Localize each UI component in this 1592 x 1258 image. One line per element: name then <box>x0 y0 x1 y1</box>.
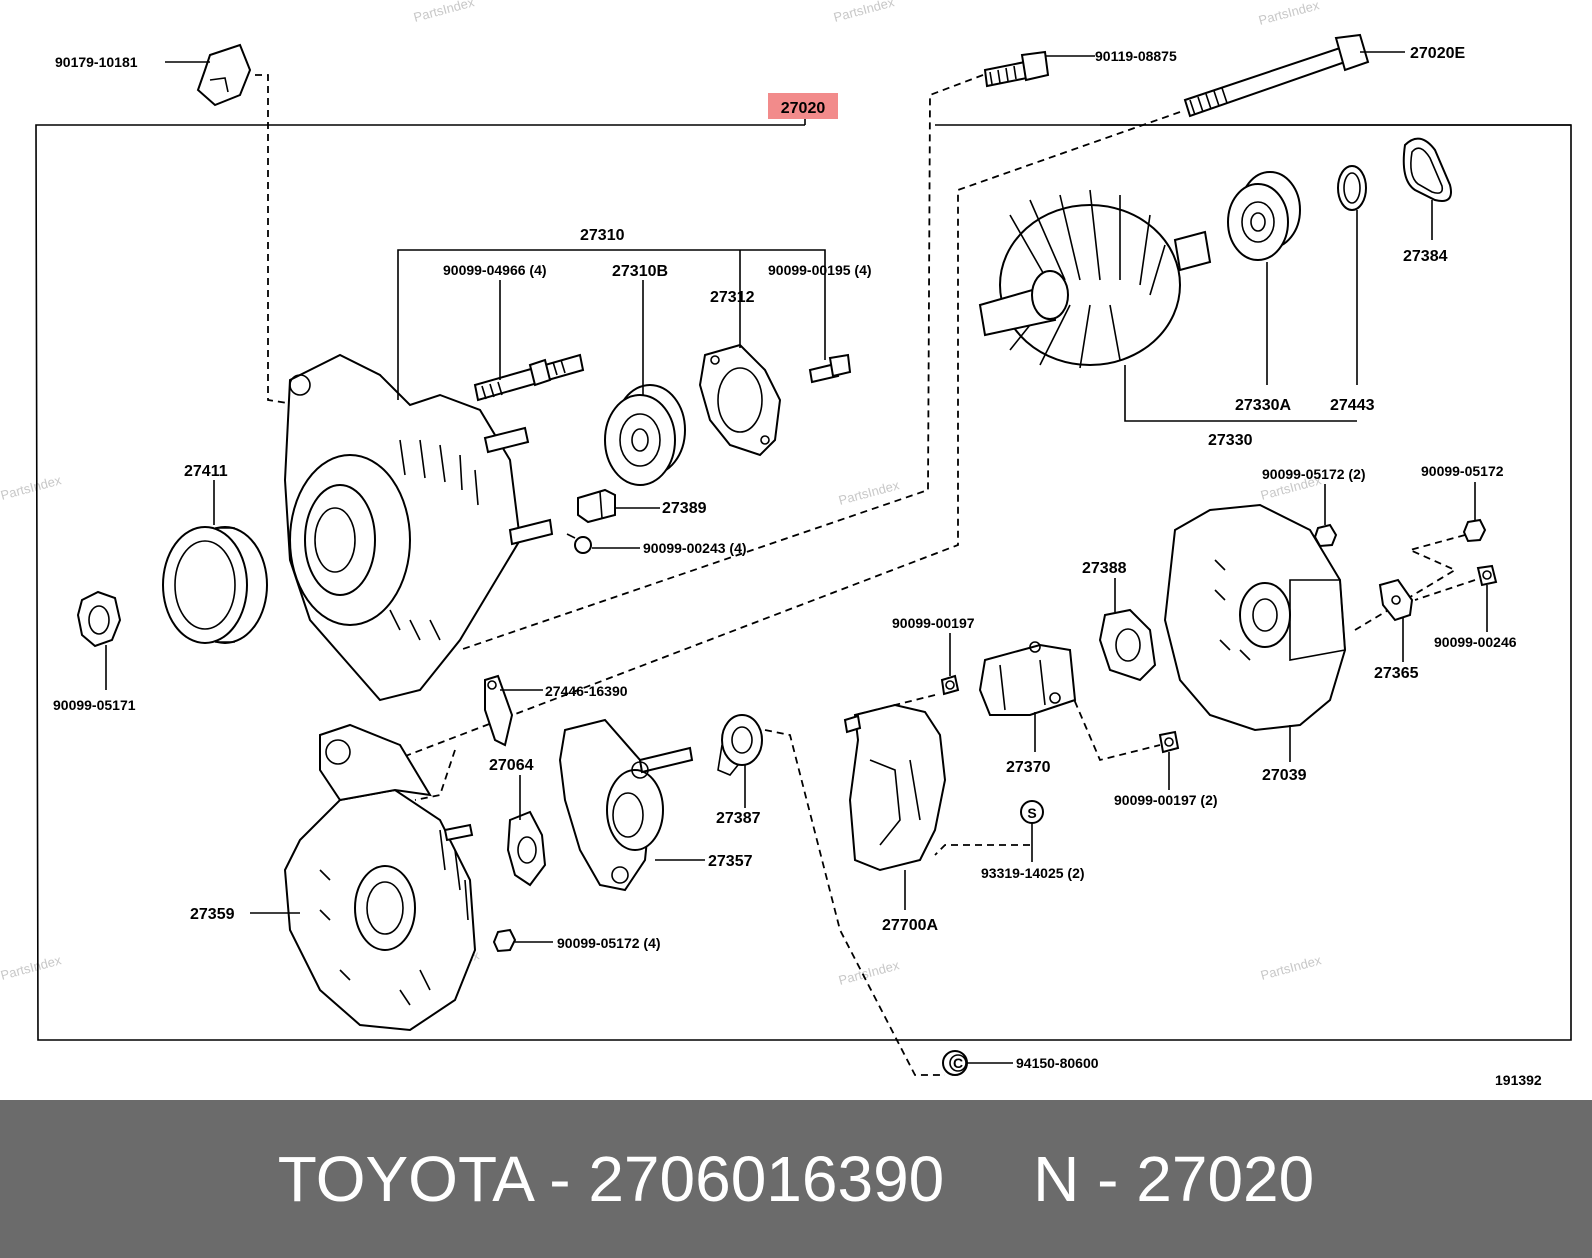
part-label[interactable]: 90099-05172 (2) <box>1262 466 1366 482</box>
main-part-label: 27020 <box>781 100 826 117</box>
part-label[interactable]: 27310B <box>612 263 668 280</box>
terminal-icon[interactable] <box>577 488 616 524</box>
part-labels: 90179-10181 90119-08875 27020E 27310 900… <box>53 45 1542 1088</box>
footer-gap <box>944 1143 1033 1215</box>
watermark: PartsIndex <box>837 477 901 508</box>
part-label[interactable]: 27443 <box>1330 397 1375 414</box>
part-label[interactable]: 27700A <box>882 917 938 934</box>
nut-icon[interactable] <box>1313 523 1338 548</box>
bearing-icon[interactable] <box>1227 171 1301 261</box>
nut-icon[interactable] <box>76 590 122 648</box>
terminal-plate-icon[interactable] <box>1378 578 1414 622</box>
footer-separator: - <box>1079 1143 1137 1215</box>
regulator-icon[interactable] <box>843 703 947 872</box>
part-label[interactable]: 27064 <box>489 757 534 774</box>
part-label[interactable]: 90099-00197 (2) <box>1114 792 1218 808</box>
part-label[interactable]: 27039 <box>1262 767 1307 784</box>
part-label[interactable]: 90099-00246 <box>1434 634 1517 650</box>
watermark: PartsIndex <box>1257 0 1321 28</box>
ring-icon[interactable] <box>1337 165 1367 211</box>
part-label[interactable]: 27411 <box>184 463 228 480</box>
screw-icon[interactable] <box>566 533 592 554</box>
retainer-plate-icon[interactable] <box>698 343 782 457</box>
part-label[interactable]: 94150-80600 <box>1016 1055 1099 1071</box>
insulator-icon[interactable] <box>506 810 547 887</box>
clip-c-mark-icon[interactable]: C <box>942 1050 968 1076</box>
part-label[interactable]: 27020E <box>1410 45 1465 62</box>
brush-holder-icon[interactable] <box>978 641 1077 716</box>
footer-brand: TOYOTA <box>277 1143 532 1215</box>
clip-icon[interactable] <box>484 674 514 747</box>
c-mark-label: C <box>953 1055 963 1071</box>
part-label[interactable]: 90099-00195 (4) <box>768 262 872 278</box>
nut-icon[interactable] <box>492 928 517 953</box>
watermark: PartsIndex <box>832 0 896 25</box>
part-label[interactable]: 90099-05172 (4) <box>557 935 661 951</box>
bearing-icon[interactable] <box>604 384 686 486</box>
end-cover-icon[interactable] <box>1163 503 1347 732</box>
part-label[interactable]: 27387 <box>716 810 761 827</box>
part-label[interactable]: 27357 <box>708 853 753 870</box>
part-label[interactable]: 90099-00243 (4) <box>643 540 747 556</box>
part-label[interactable]: 27312 <box>710 289 755 306</box>
bolt-icon[interactable] <box>1476 564 1498 587</box>
part-label[interactable]: 27389 <box>662 500 707 517</box>
watermark: PartsIndex <box>837 957 901 988</box>
drive-end-frame-icon[interactable] <box>283 353 554 702</box>
bolt-icon[interactable] <box>940 674 960 696</box>
leader-lines <box>105 51 1488 1064</box>
main-part-highlight <box>768 93 838 119</box>
screw-icon[interactable] <box>808 353 852 384</box>
part-label[interactable]: 27365 <box>1374 665 1419 682</box>
part-label[interactable]: 90119-08875 <box>1095 48 1177 64</box>
part-label[interactable]: 90099-05171 <box>53 697 136 713</box>
footer-part-number: 2706016390 <box>588 1143 945 1215</box>
assembly-dashed-lines <box>255 74 1476 1076</box>
rotor-icon[interactable] <box>978 189 1212 369</box>
watermark: PartsIndex <box>412 0 476 25</box>
through-bolt-icon[interactable] <box>1183 33 1370 118</box>
watermark: PartsIndex <box>1259 952 1323 983</box>
part-label[interactable]: 27330A <box>1235 397 1291 414</box>
s-mark-label: S <box>1027 805 1036 821</box>
part-label[interactable]: 27388 <box>1082 560 1127 577</box>
part-label[interactable]: 27370 <box>1006 759 1051 776</box>
footer-ref-number: 27020 <box>1136 1143 1315 1215</box>
assembly-frame <box>35 118 1572 1041</box>
brush-holder-icon[interactable] <box>717 714 763 776</box>
part-label[interactable]: 90099-04966 (4) <box>443 262 547 278</box>
parts-diagram: PartsIndex PartsIndex PartsIndex PartsIn… <box>0 0 1572 1088</box>
bolt-icon[interactable] <box>983 50 1050 88</box>
stud-icon[interactable] <box>473 353 585 402</box>
rectifier-holder-icon[interactable] <box>558 718 694 892</box>
part-label[interactable]: 27330 <box>1208 432 1253 449</box>
cover-icon[interactable] <box>1402 137 1452 202</box>
part-label[interactable]: 27384 <box>1403 248 1448 265</box>
part-label[interactable]: 90099-05172 <box>1421 463 1504 479</box>
footer-ref: N <box>1033 1143 1080 1215</box>
part-label[interactable]: 90099-00197 <box>892 615 975 631</box>
nut-icon[interactable] <box>1462 518 1487 543</box>
watermark: PartsIndex <box>0 472 63 503</box>
bracket-icon[interactable] <box>196 43 252 107</box>
insulator-icon[interactable] <box>1098 608 1157 682</box>
part-label[interactable]: 27359 <box>190 906 235 923</box>
main-part-callout[interactable]: 27020 <box>768 93 838 119</box>
footer-banner: TOYOTA - 2706016390 N - 27020 <box>0 1100 1592 1258</box>
bolt-icon[interactable] <box>1158 730 1180 754</box>
watermarks: PartsIndex PartsIndex PartsIndex PartsIn… <box>0 0 1323 988</box>
pulley-icon[interactable] <box>162 526 268 644</box>
part-label[interactable]: 27446-16390 <box>545 683 628 699</box>
watermark: PartsIndex <box>0 952 63 983</box>
footer-separator: - <box>531 1143 589 1215</box>
screw-s-mark-icon[interactable]: S <box>1020 800 1044 824</box>
part-label[interactable]: 90179-10181 <box>55 54 138 70</box>
part-label[interactable]: 27310 <box>580 227 625 244</box>
drawing-number: 191392 <box>1495 1072 1542 1088</box>
rectifier-end-frame-icon[interactable] <box>283 723 477 1032</box>
part-label[interactable]: 93319-14025 (2) <box>981 865 1085 881</box>
